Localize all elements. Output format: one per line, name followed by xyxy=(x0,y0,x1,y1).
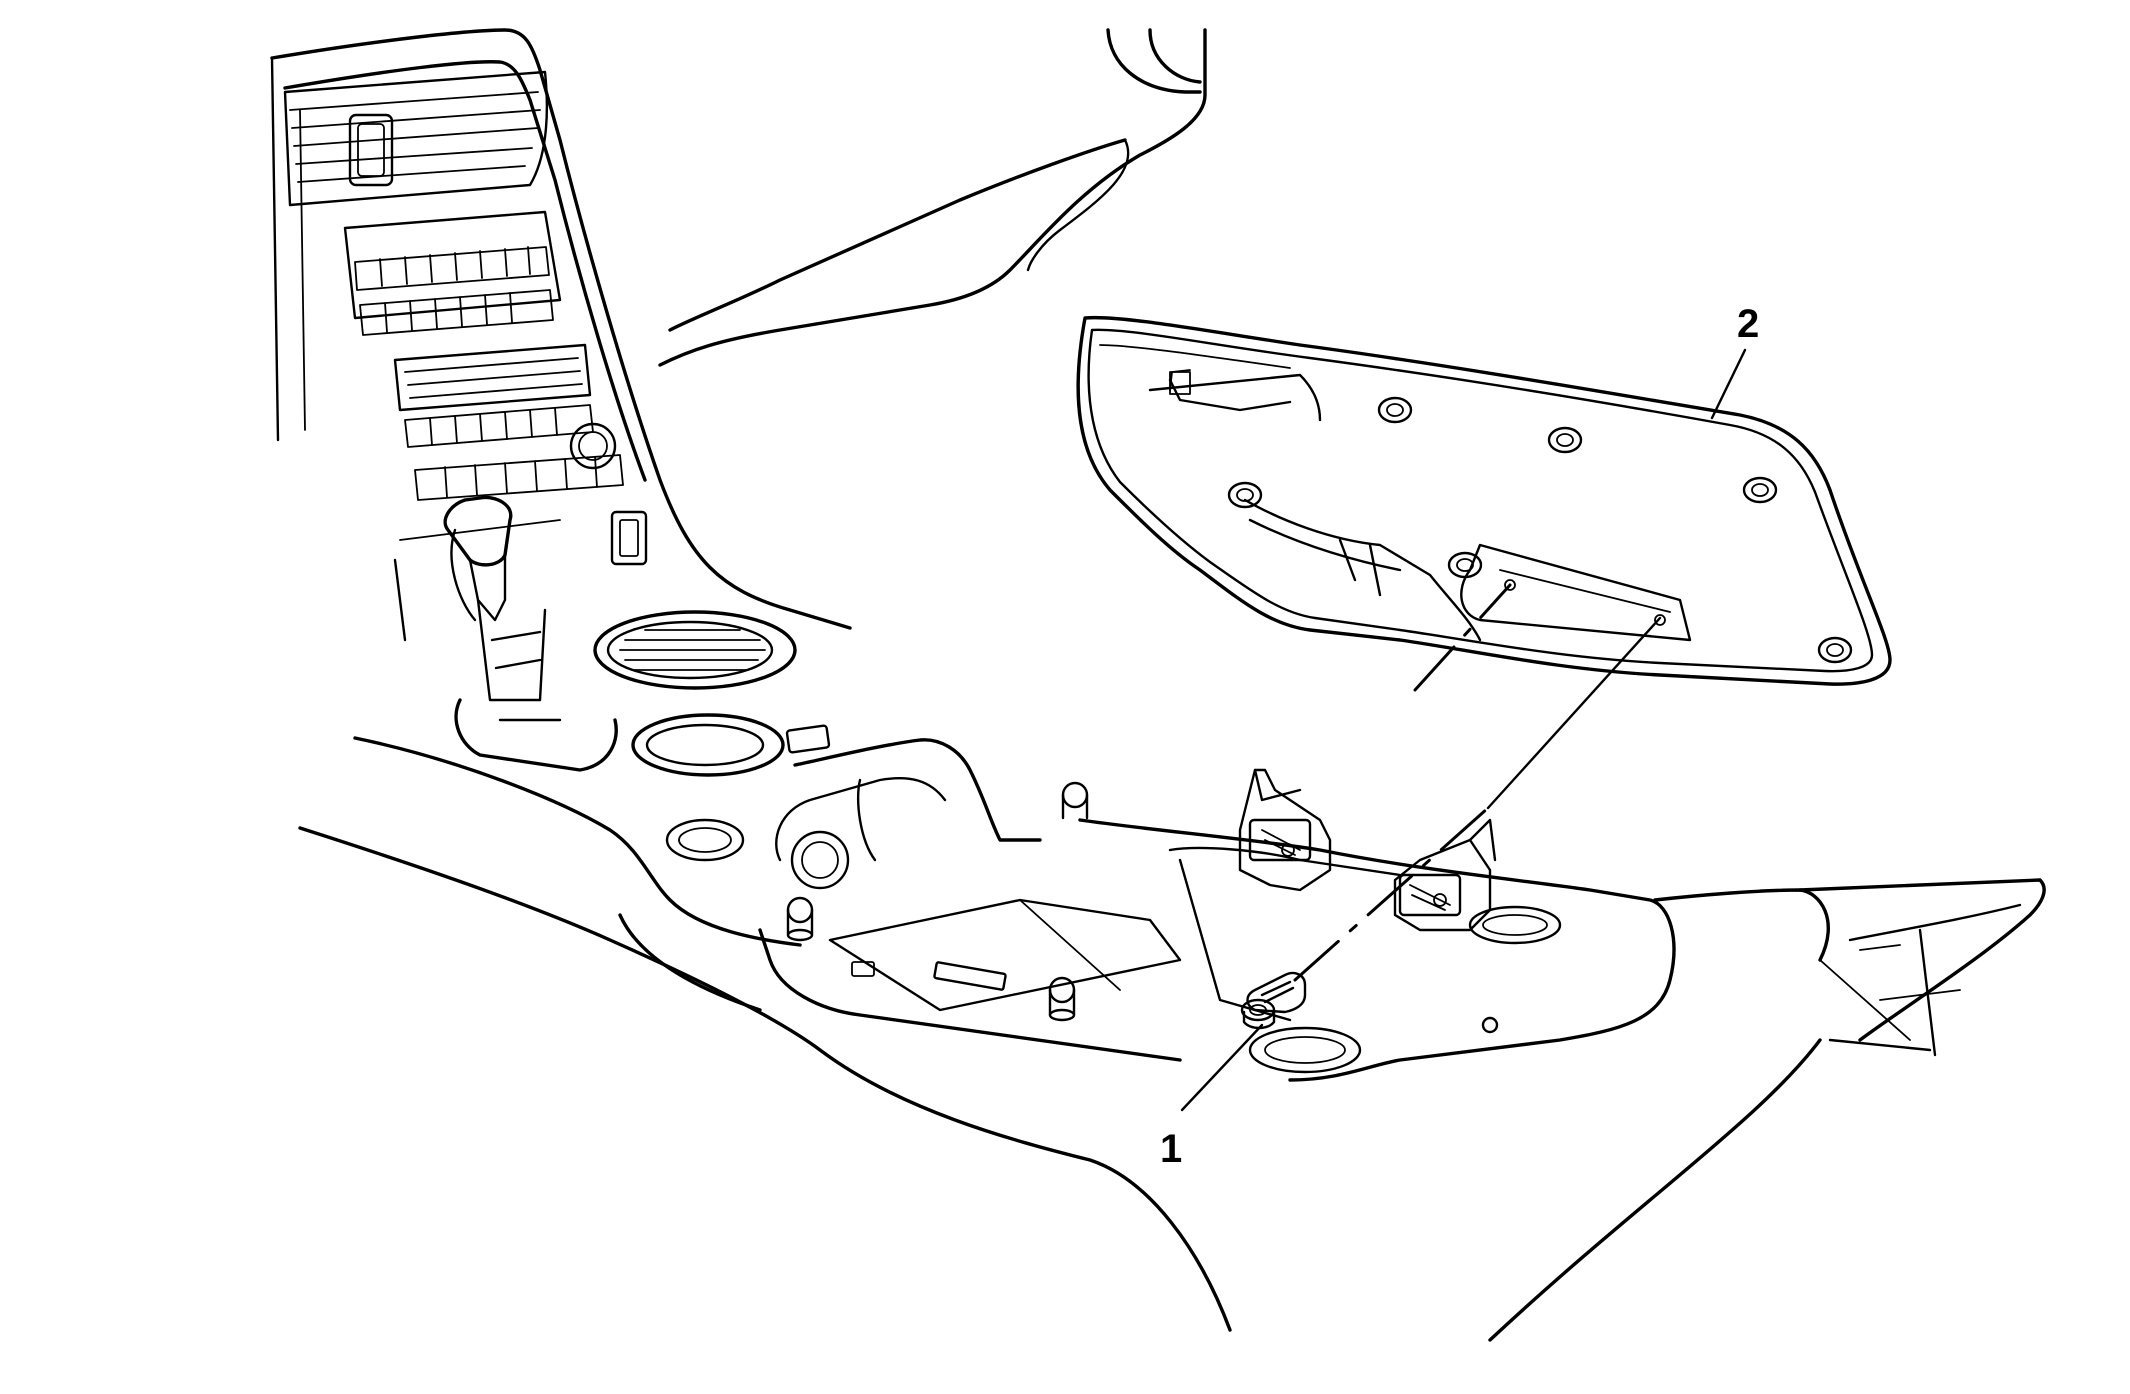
callout-leader-1 xyxy=(1180,1023,1264,1112)
hinge-left xyxy=(1238,768,1332,892)
callout-leader-2 xyxy=(1710,348,1747,420)
callout-label-1: 1 xyxy=(1160,1127,1182,1171)
shift-lever xyxy=(443,495,618,772)
console-body xyxy=(298,736,2046,1342)
lid-bosses xyxy=(1227,396,1853,664)
cup-holder xyxy=(593,610,850,890)
dash-trim xyxy=(658,28,1207,367)
console-lid[interactable] xyxy=(1076,315,1892,686)
alignment-lines xyxy=(1293,583,1662,982)
instrument-panel xyxy=(270,28,852,642)
callout-label-2: 2 xyxy=(1737,302,1759,346)
